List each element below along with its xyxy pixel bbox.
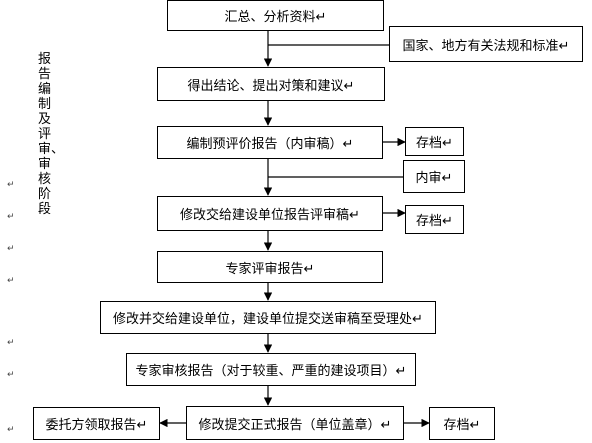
client-receive-box: 委托方领取报告↵ (33, 407, 160, 440)
paragraph-mark: ↵ (7, 244, 15, 254)
conclusions-box: 得出结论、提出对策和建议↵ (157, 67, 385, 101)
paragraph-mark: ↵ (7, 370, 15, 380)
paragraph-mark: ↵ (7, 425, 15, 435)
expert-audit-box: 专家审核报告（对于较重、严重的建设项目）↵ (126, 353, 416, 386)
archive-box-2: 存档↵ (405, 205, 464, 234)
paragraph-mark: ↵ (7, 180, 15, 190)
regulations-box: 国家、地方有关法规和标准↵ (389, 26, 583, 62)
revise-submit-box: 修改并交给建设单位，建设单位提交送审稿至受理处↵ (100, 301, 436, 334)
expert-review-box: 专家评审报告↵ (157, 251, 383, 283)
stage-label: 报告编制及评审、审核阶段 (38, 52, 65, 217)
revise-formal-report-box: 修改提交正式报告（单位盖章）↵ (186, 406, 404, 440)
paragraph-mark: ↵ (7, 338, 15, 348)
internal-review-box: 内审↵ (403, 160, 465, 193)
summarize-data-box: 汇总、分析资料↵ (167, 0, 384, 31)
draft-report-box: 编制预评价报告（内审稿）↵ (157, 126, 383, 159)
paragraph-mark: ↵ (7, 212, 15, 222)
paragraph-mark: ↵ (7, 276, 15, 286)
archive-box-1: 存档↵ (405, 127, 464, 156)
submit-review-draft-box: 修改交给建设单位报告评审稿↵ (157, 196, 383, 231)
archive-box-3: 存档↵ (429, 407, 495, 440)
